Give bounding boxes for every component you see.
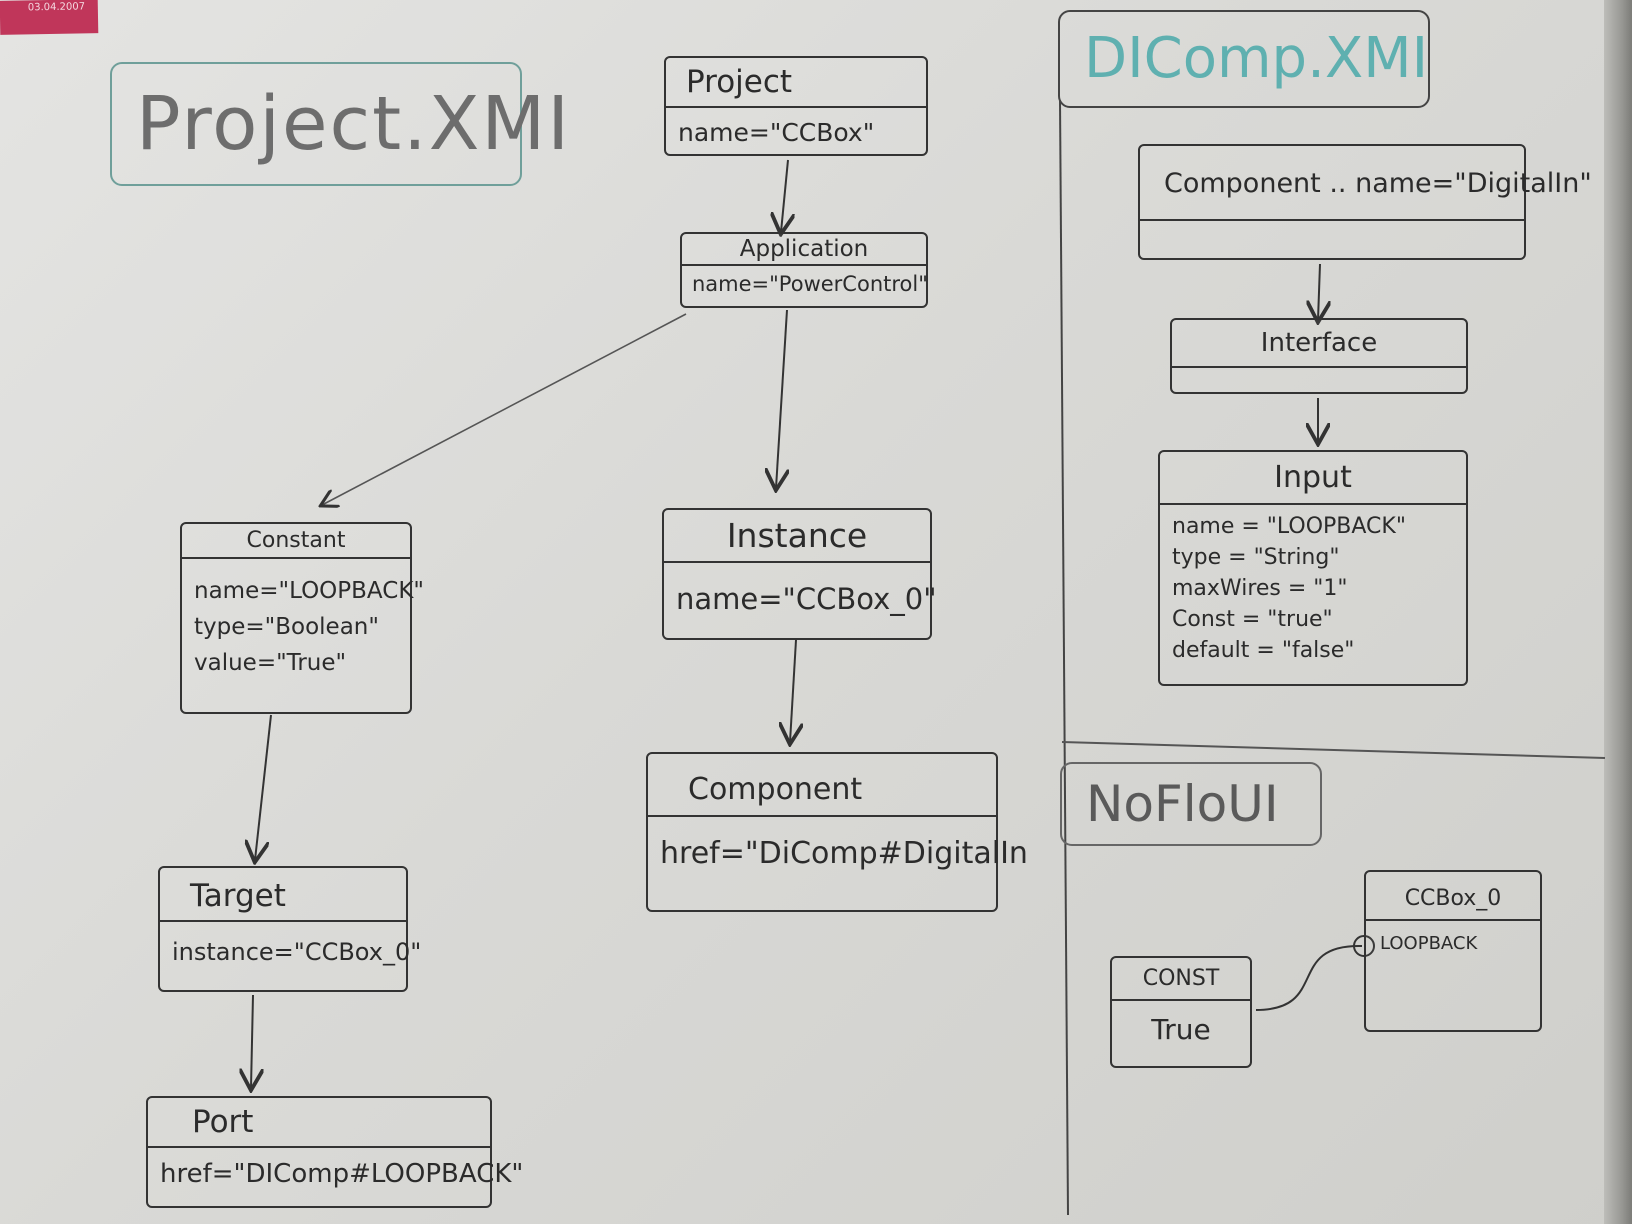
arrow-application-instance [776, 309, 787, 488]
constant-attr-value: value="True" [194, 650, 347, 676]
di-component-header: Component .. name="DigitalIn" [1140, 146, 1592, 221]
const-node-value: True [1151, 1013, 1211, 1046]
input-attr-const: Const = "true" [1172, 607, 1333, 632]
port-attr: href="DIComp#LOOPBACK" [160, 1159, 524, 1189]
const-node: CONST True [1110, 956, 1252, 1068]
arrow-instance-component [790, 639, 796, 742]
ccbox-node-header: CCBox_0 [1366, 872, 1540, 921]
input-attr-type: type = "String" [1172, 545, 1340, 570]
port-box: Port href="DIComp#LOOPBACK" [146, 1096, 524, 1208]
constant-attr-type: type="Boolean" [194, 614, 379, 640]
instance-box: Instance name="CCBox_0" [662, 508, 937, 640]
component-attr: href="DiComp#DigitalIn [660, 836, 1028, 871]
constant-box: Constant name="LOOPBACK" type="Boolean" … [180, 522, 424, 714]
ccbox-node: CCBox_0 LOOPBACK [1364, 870, 1542, 1032]
target-box: Target instance="CCBox_0" [158, 866, 422, 992]
component-header: Component [648, 754, 996, 817]
ccbox-node-port-label: LOOPBACK [1380, 933, 1478, 954]
project-attr: name="CCBox" [678, 118, 875, 147]
input-attr-name: name = "LOOPBACK" [1172, 514, 1406, 539]
input-attr-default: default = "false" [1172, 638, 1355, 663]
arrow-constant-target [255, 714, 272, 860]
input-attr-maxwires: maxWires = "1" [1172, 576, 1348, 601]
arrow-target-port [251, 994, 253, 1088]
application-box: Application name="PowerControl" [680, 232, 928, 308]
instance-header: Instance [664, 510, 930, 563]
section-divider-horizontal [1061, 741, 1606, 759]
interface-box: Interface [1170, 318, 1468, 394]
section-divider-vertical [1059, 99, 1069, 1216]
input-box: Input name = "LOOPBACK" type = "String" … [1158, 450, 1468, 686]
whiteboard-frame [1604, 0, 1632, 1224]
application-attr: name="PowerControl" [692, 272, 928, 296]
port-header: Port [148, 1098, 490, 1148]
constant-header: Constant [182, 524, 410, 559]
interface-header: Interface [1172, 320, 1466, 368]
input-header: Input [1160, 452, 1466, 505]
target-attr: instance="CCBox_0" [172, 938, 422, 966]
target-header: Target [160, 868, 406, 922]
wire-const-loopback [1255, 944, 1363, 1011]
const-node-header: CONST [1112, 958, 1250, 1001]
arrow-project-application [781, 159, 788, 232]
application-header: Application [682, 234, 926, 266]
instance-attr: name="CCBox_0" [676, 582, 937, 616]
noflo-ui-title: NoFloUI [1060, 762, 1322, 846]
project-header: Project [666, 58, 926, 108]
project-box: Project name="CCBox" [664, 56, 928, 156]
constant-attr-name: name="LOOPBACK" [194, 578, 424, 604]
di-component-box: Component .. name="DigitalIn" [1138, 144, 1592, 260]
component-box: Component href="DiComp#DigitalIn [646, 752, 1028, 912]
project-xmi-title: Project.XMI [110, 62, 569, 186]
arrow-application-constant [322, 313, 687, 505]
arrow-dicomponent-interface [1318, 263, 1320, 320]
dicomp-xmi-title: DIComp.XMI [1058, 10, 1430, 108]
